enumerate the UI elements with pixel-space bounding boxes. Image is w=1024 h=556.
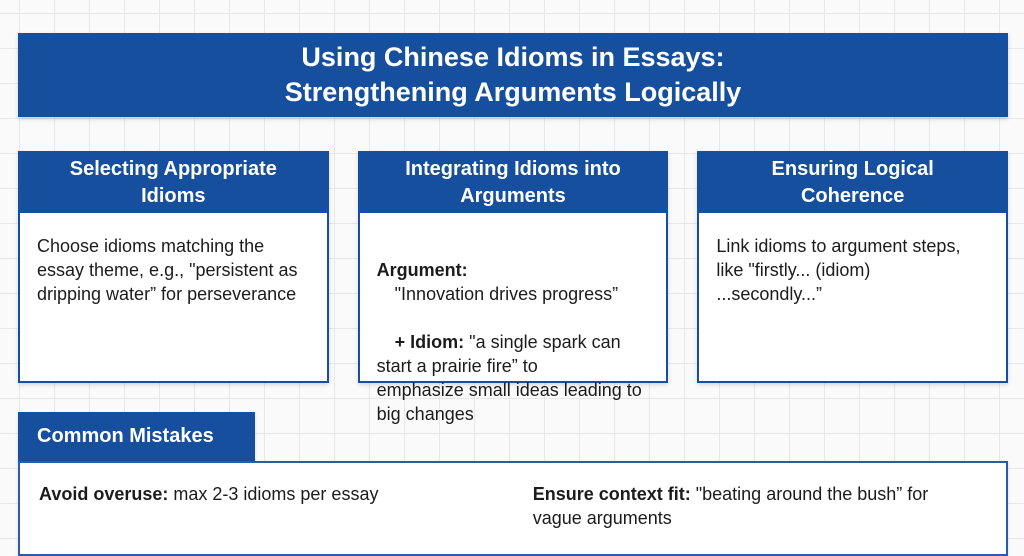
card-selecting-idioms: Selecting Appropriate Idioms Choose idio… <box>18 151 329 383</box>
mistake-context-label: Ensure context fit: <box>532 484 691 504</box>
mistake-item-overuse: Avoid overuse: max 2-3 idioms per essay <box>20 483 533 554</box>
card-integrating-idioms-header: Integrating Idioms into Arguments <box>359 153 667 213</box>
card-integrating-idioms-body: Argument: "Innovation drives progress” +… <box>360 213 667 450</box>
common-mistakes-tab: Common Mistakes <box>18 412 255 461</box>
argument-label: Argument: <box>376 259 468 280</box>
mistake-item-context-fit: Ensure context fit: "beating around the … <box>533 483 1006 554</box>
common-mistakes-box: Avoid overuse: max 2-3 idioms per essay … <box>18 461 1008 556</box>
idiom-text: "a single spark can start a prairie fire… <box>376 331 642 424</box>
mistake-overuse-label: Avoid overuse: <box>39 484 169 504</box>
card-logical-coherence-body: Link idioms to argument steps, like "fir… <box>716 236 961 304</box>
card-selecting-idioms-header: Selecting Appropriate Idioms <box>20 153 327 213</box>
mistake-context-text: "beating around the bush” for vague argu… <box>532 484 929 528</box>
card-logical-coherence-header: Ensuring Logical Coherence <box>699 153 1006 213</box>
title-banner: Using Chinese Idioms in Essays: Strength… <box>18 33 1008 117</box>
common-mistakes-tab-label: Common Mistakes <box>37 425 214 447</box>
cards-row: Selecting Appropriate Idioms Choose idio… <box>18 151 1008 424</box>
idiom-label: + Idiom: <box>394 331 465 352</box>
mistake-overuse-text: max 2-3 idioms per essay <box>168 484 379 504</box>
card-logical-coherence: Ensuring Logical Coherence Link idioms t… <box>697 151 1008 383</box>
page-title-line2: Strengthening Arguments Logically <box>284 77 742 107</box>
page-title-line1: Using Chinese Idioms in Essays: <box>301 41 725 72</box>
idiom-paragraph: + Idiom: "a single spark can start a pra… <box>377 331 651 427</box>
card-selecting-idioms-body: Choose idioms matching the essay theme, … <box>37 236 298 304</box>
argument-quote: "Innovation drives progress” <box>394 283 619 304</box>
card-integrating-idioms: Integrating Idioms into Arguments Argume… <box>357 151 669 424</box>
